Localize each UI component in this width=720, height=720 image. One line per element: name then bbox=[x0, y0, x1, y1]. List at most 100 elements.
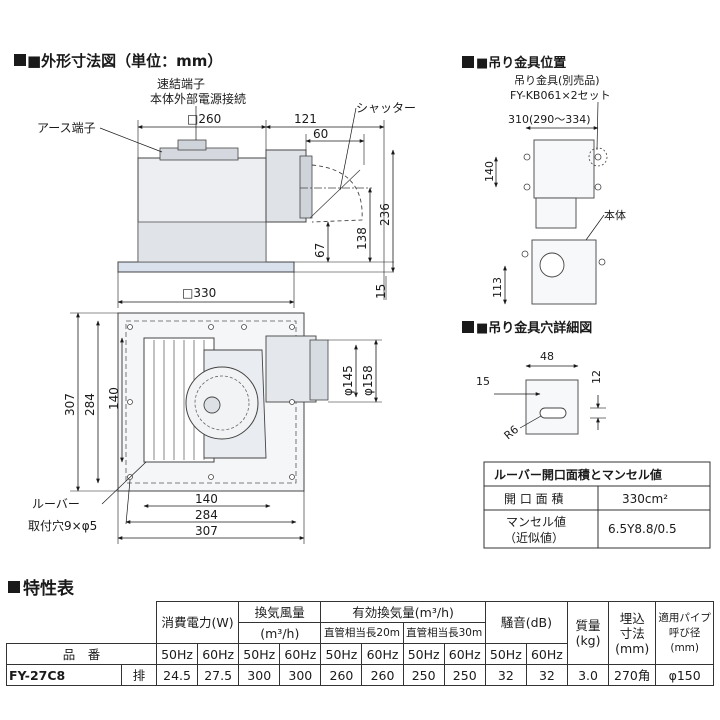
hanger-hole bbox=[598, 258, 606, 266]
label-quick-terminal-sub: 本体外部電源接続 bbox=[150, 91, 246, 106]
spec-h-hz: 60Hz bbox=[525, 643, 568, 665]
spec-header-row-3: 品 番 50Hz 60Hz 50Hz 60Hz 50Hz 60Hz 50Hz 6… bbox=[6, 643, 714, 665]
label-shutter: シャッター bbox=[356, 101, 416, 115]
spec-cell: 270角 bbox=[608, 664, 657, 686]
hanger-neck bbox=[535, 197, 577, 229]
spec-h-model: 品 番 bbox=[6, 643, 157, 665]
leader-line bbox=[585, 214, 605, 241]
label-earth: アース端子 bbox=[37, 121, 96, 135]
plan-adapter-lip bbox=[309, 339, 329, 401]
spec-h-power: 消費電力(W) bbox=[155, 601, 240, 644]
plan-adapter bbox=[265, 335, 317, 403]
dim-138: 138 bbox=[355, 227, 369, 250]
quick-terminal bbox=[177, 139, 207, 151]
spec-title: 特性表 bbox=[8, 574, 714, 599]
leader-line bbox=[339, 107, 357, 191]
hanger-position: ■吊り金具位置 吊り金具(別売品) FY-KB061×2セット 310(290〜… bbox=[462, 55, 626, 305]
spec-h-hz: 60Hz bbox=[443, 643, 486, 665]
hanger-bracket-circle bbox=[588, 147, 608, 167]
spec-cell: 250 bbox=[402, 664, 445, 686]
dim-121: 121 bbox=[294, 112, 317, 126]
dim-307v: 307 bbox=[63, 393, 77, 416]
side-body-lower bbox=[137, 221, 267, 263]
title-square-icon bbox=[8, 580, 20, 593]
slot-hole bbox=[539, 407, 567, 419]
leader-line bbox=[101, 461, 147, 505]
spec-cell: 260 bbox=[361, 664, 404, 686]
shutter-arc bbox=[311, 164, 363, 223]
hole-48: 48 bbox=[540, 350, 554, 363]
spec-cell: 3.0 bbox=[566, 664, 610, 686]
dim-284v: 284 bbox=[83, 393, 97, 416]
fan-blades bbox=[194, 375, 250, 431]
louver-row-value: 6.5Y8.8/0.5 bbox=[608, 522, 677, 536]
hanger-body-top bbox=[533, 139, 595, 199]
louver-row-label: 開 口 面 積 bbox=[504, 491, 563, 506]
dim-307h: 307 bbox=[195, 524, 218, 538]
louver-row-value: 330cm² bbox=[622, 492, 668, 506]
spec-cell: 32 bbox=[525, 664, 568, 686]
spec-header-row-2: (m³/h) 直管相当長20m 直管相当長30m bbox=[7, 622, 714, 644]
spec-cell: 260 bbox=[320, 664, 363, 686]
title-square-icon bbox=[462, 56, 474, 68]
leader-line bbox=[125, 479, 131, 525]
hanger-hole bbox=[594, 183, 602, 191]
dim-330: □330 bbox=[182, 286, 216, 300]
mount-holes bbox=[127, 324, 295, 480]
spec-cell: 24.5 bbox=[155, 664, 199, 686]
spec-h-mass: 質量(kg) bbox=[566, 601, 610, 665]
hanger-hole bbox=[523, 153, 531, 161]
hole-15: 15 bbox=[476, 375, 490, 388]
fan-hub bbox=[203, 396, 221, 414]
louver-row-label-1a: マンセル値 bbox=[506, 514, 566, 529]
spec-h-pipe: 適用パイプ呼び径(mm) bbox=[655, 601, 714, 665]
hanger-body-label: 本体 bbox=[604, 208, 626, 222]
spec-cell: 27.5 bbox=[197, 664, 240, 686]
spec-blank bbox=[7, 602, 157, 644]
hanger-hole bbox=[521, 250, 529, 258]
dim-140h: 140 bbox=[195, 492, 218, 506]
spec-cell: φ150 bbox=[655, 664, 714, 686]
fan-impeller bbox=[185, 366, 259, 440]
spec-h-hz: 50Hz bbox=[402, 643, 445, 665]
title-square-icon bbox=[462, 321, 474, 333]
spec-h-pipe30: 直管相当長30m bbox=[402, 622, 486, 644]
louver-row-label-1b: （近似値） bbox=[504, 530, 564, 545]
spec-model: FY-27C8 bbox=[5, 664, 123, 686]
spec-h-hz: 50Hz bbox=[155, 643, 199, 665]
label-louver: ルーバー bbox=[32, 497, 80, 511]
louver-table-frame bbox=[483, 461, 711, 549]
dim-236: 236 bbox=[378, 203, 392, 226]
hole-r6: R6 bbox=[502, 423, 522, 442]
spec-h-embed: 埋込寸法(mm) bbox=[608, 601, 657, 665]
spec-h-pipe20: 直管相当長20m bbox=[320, 622, 404, 644]
hanger-label: 吊り金具(別売品) bbox=[514, 73, 600, 87]
hole-plate bbox=[525, 379, 579, 435]
spec-section: 特性表 消費電力(W) 換気風量 有効換気量(m³/h) 騒音(dB) 質量(k… bbox=[5, 574, 714, 686]
spec-h-hz: 60Hz bbox=[361, 643, 404, 665]
hole-detail: ■吊り金具穴詳細図 48 15 12 R6 bbox=[462, 320, 606, 442]
leader-line bbox=[519, 415, 542, 429]
leader-line bbox=[99, 127, 163, 153]
label-quick-terminal: 速結端子 bbox=[157, 77, 205, 91]
hanger-part: FY-KB061×2セット bbox=[510, 89, 611, 102]
hanger-title: ■吊り金具位置 bbox=[476, 55, 566, 71]
side-flange bbox=[117, 261, 295, 273]
hole-title: ■吊り金具穴詳細図 bbox=[476, 320, 592, 336]
spec-h-hz: 60Hz bbox=[279, 643, 322, 665]
dim-145: φ145 bbox=[341, 365, 355, 396]
dim-15: 15 bbox=[374, 284, 388, 299]
hanger-hole bbox=[523, 183, 531, 191]
louver-table: ルーバー開口面積とマンセル値 開 口 面 積 330cm² マンセル値 （近似値… bbox=[483, 461, 711, 549]
plan-view: 307 284 140 φ145 φ158 140 284 307 ルーバー 取… bbox=[28, 312, 382, 544]
spec-cell: 300 bbox=[279, 664, 322, 686]
dim-260: □260 bbox=[187, 112, 221, 126]
dim-158: φ158 bbox=[361, 365, 375, 396]
spec-cell: 32 bbox=[484, 664, 527, 686]
leader-line bbox=[596, 101, 599, 151]
dim-60: 60 bbox=[313, 127, 328, 141]
title-square-icon bbox=[14, 54, 26, 66]
spec-h-hz: 50Hz bbox=[238, 643, 281, 665]
shutter-line bbox=[309, 169, 361, 219]
